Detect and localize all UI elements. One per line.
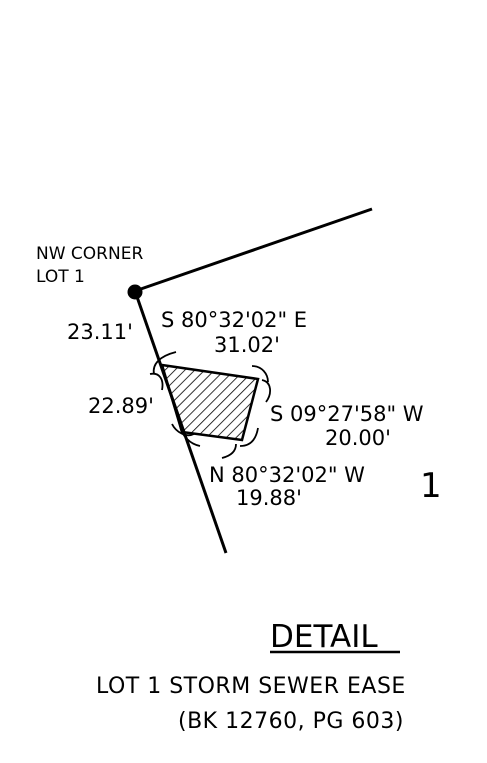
- easement-area: [160, 363, 260, 442]
- corner-label-line1: NW CORNER: [36, 244, 143, 264]
- dimension-arc-east-bottom: [239, 427, 259, 447]
- nw-corner-point: [127, 284, 143, 300]
- dimension-arc-north-left: [152, 351, 177, 375]
- distance-north: 31.02': [214, 333, 280, 357]
- distance-south: 19.88': [236, 486, 302, 510]
- dimension-arc-north-right: [251, 365, 269, 383]
- distance-west: 22.89': [88, 394, 154, 418]
- bearing-east: S 09°27'58" W: [270, 402, 424, 426]
- subtitle-line2: (BK 12760, PG 603): [178, 709, 404, 734]
- dimension-arc-west-bottom: [171, 423, 195, 437]
- dimension-arc-south-left: [179, 425, 201, 447]
- lot-number: 1: [420, 466, 442, 506]
- distance-east: 20.00': [325, 426, 391, 450]
- bearing-south: N 80°32'02" W: [209, 463, 365, 487]
- dimension-arc-east-top: [261, 379, 271, 403]
- dimension-arc-south-right: [221, 443, 237, 459]
- bearing-north: S 80°32'02" E: [161, 308, 307, 332]
- dimension-arc-west-top: [149, 372, 164, 391]
- subtitle-line1: LOT 1 STORM SEWER EASE: [96, 674, 406, 699]
- detail-title: DETAIL: [270, 619, 378, 655]
- distance-corner-offset: 23.11': [67, 320, 133, 344]
- lot-line-northeast: [134, 207, 373, 293]
- corner-label-line2: LOT 1: [36, 267, 85, 287]
